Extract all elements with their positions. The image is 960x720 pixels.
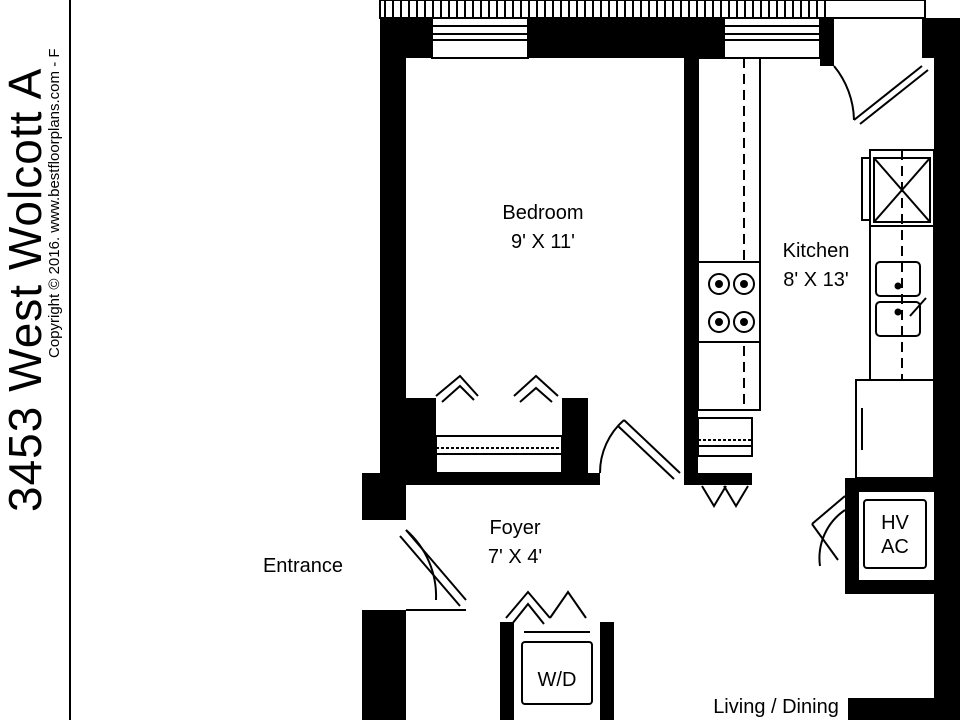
window-kitchen — [723, 17, 821, 59]
washer-dryer-label: W/D — [538, 669, 577, 691]
kitchen-pantry — [697, 417, 753, 508]
exterior-hatch-top — [379, 0, 926, 19]
entrance-label: Entrance — [263, 555, 343, 577]
kitchen-cabinet-outline — [697, 57, 761, 411]
door-hvac — [811, 495, 846, 567]
washer-dryer-closet — [505, 590, 593, 705]
hvac-unit — [863, 499, 927, 569]
hvac-label-line2: AC — [881, 536, 909, 558]
kitchen-name: Kitchen — [783, 240, 850, 262]
bedroom-name: Bedroom — [502, 202, 583, 224]
kitchen-size: 8' X 13' — [783, 269, 848, 291]
window-bedroom — [431, 17, 529, 59]
hvac-label-line1: HV — [881, 512, 909, 534]
foyer-name: Foyer — [489, 517, 540, 539]
title-divider — [69, 0, 71, 720]
foyer-size: 7' X 4' — [488, 546, 542, 568]
kitchen-sink — [875, 261, 927, 337]
door-kitchen-exterior — [833, 65, 929, 125]
stove — [697, 261, 761, 343]
living-dining-name: Living / Dining — [713, 696, 839, 718]
bedroom-size: 9' X 11' — [511, 231, 575, 253]
refrigerator — [873, 157, 931, 223]
door-bedroom — [598, 419, 681, 480]
walls — [362, 18, 960, 720]
dishwasher — [855, 379, 935, 479]
door-entrance — [399, 529, 467, 611]
bedroom-closet — [435, 374, 563, 474]
